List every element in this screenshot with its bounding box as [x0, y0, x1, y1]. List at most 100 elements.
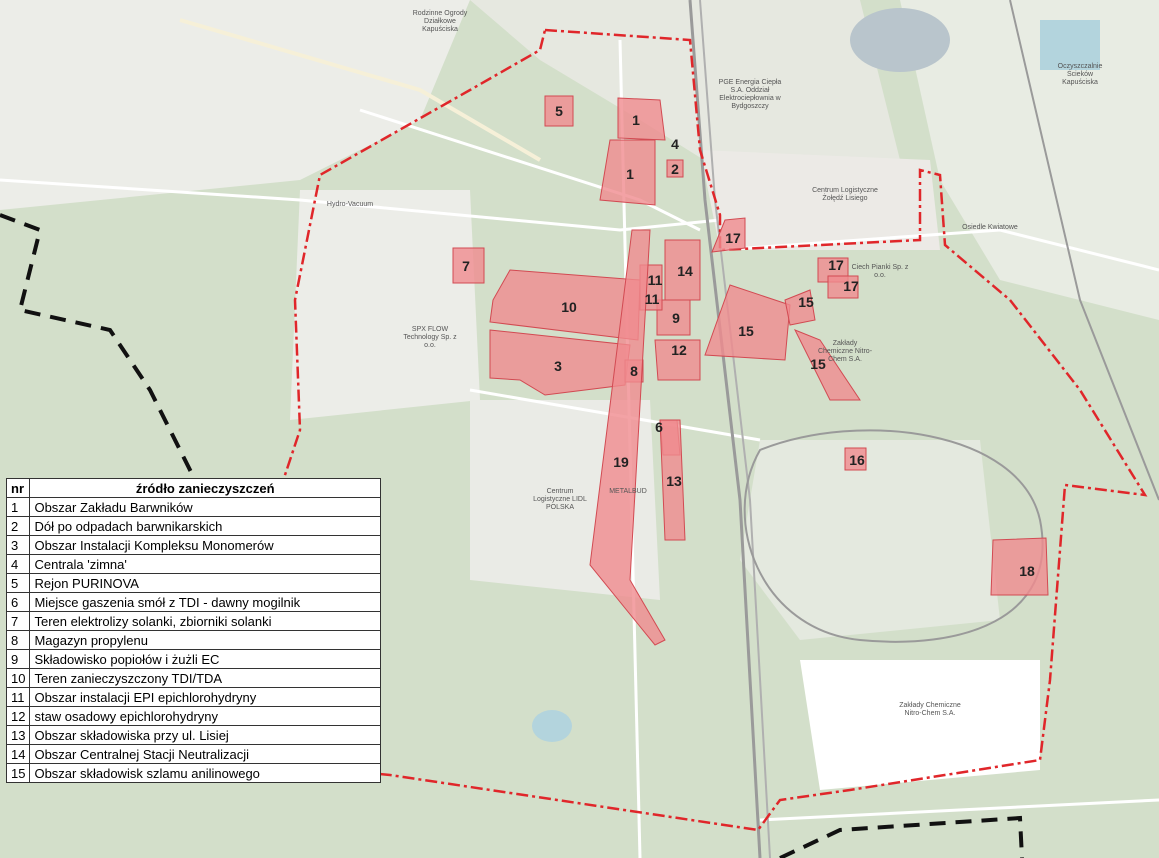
zone-label-3: 3 — [554, 358, 562, 374]
zone-15-main[interactable] — [704, 284, 791, 361]
urban-area — [470, 0, 900, 170]
zone-17-east-b[interactable] — [827, 275, 859, 299]
zone-label-6: 6 — [655, 419, 663, 435]
legend-nr: 10 — [5, 668, 31, 688]
zone-7[interactable] — [452, 247, 485, 284]
legend-nr: 13 — [5, 725, 31, 745]
study-area-boundary — [228, 28, 1148, 832]
legend-nr: 14 — [5, 744, 31, 764]
road — [0, 178, 721, 232]
legend-label: Obszar składowiska przy ul. Lisiej — [29, 725, 381, 745]
legend-label: Centrala 'zimna' — [29, 554, 381, 574]
zone-label-1: 1 — [632, 112, 640, 128]
legend-label: Teren elektrolizy solanki, zbiorniki sol… — [29, 611, 381, 631]
zone-17-west[interactable] — [711, 217, 746, 253]
industrial-area — [290, 190, 480, 420]
legend-label: Obszar Centralnej Stacji Neutralizacji — [29, 744, 381, 764]
place-label: METALBUD — [609, 488, 647, 495]
railway-loop — [743, 429, 1044, 643]
zone-label-10: 10 — [561, 299, 577, 315]
pond — [532, 710, 572, 742]
zone-15-east[interactable] — [793, 329, 861, 401]
zone-18[interactable] — [990, 537, 1049, 596]
zone-label-1: 1 — [626, 166, 634, 182]
admin-border — [0, 213, 202, 491]
road — [179, 18, 542, 162]
railway — [1009, 0, 1159, 501]
zone-13[interactable] — [659, 419, 686, 541]
zone-label-9: 9 — [672, 310, 680, 326]
place-label: Ciech Pianki Sp. z o.o. — [851, 264, 909, 279]
legend-label: Składowisko popiołów i żużli EC — [29, 649, 381, 669]
zone-label-2: 2 — [671, 161, 679, 177]
place-label: SPX FLOW Technology Sp. z o.o. — [403, 326, 457, 349]
legend-label: Dół po odpadach barwnikarskich — [29, 516, 381, 536]
place-label: Hydro-Vacuum — [326, 201, 374, 208]
zone-label-14: 14 — [677, 263, 693, 279]
zone-2[interactable] — [666, 159, 684, 178]
admin-border — [779, 815, 1024, 858]
settling-pond — [850, 8, 950, 72]
legend-label: Rejon PURINOVA — [29, 573, 381, 593]
legend-label: Teren zanieczyszczony TDI/TDA — [29, 668, 381, 688]
legend-header-source: źródło zanieczyszczeń — [29, 478, 381, 498]
legend-nr: 2 — [5, 516, 31, 536]
place-label: Rodzinne Ogrody Działkowe Kapuściska — [412, 10, 468, 33]
zone-label-15: 15 — [738, 323, 754, 339]
zone-label-7: 7 — [462, 258, 470, 274]
legend-label: Obszar Instalacji Kompleksu Monomerów — [29, 535, 381, 555]
zone-label-12: 12 — [671, 342, 687, 358]
zone-15-north[interactable] — [784, 289, 816, 326]
legend-label: Obszar instalacji EPI epichlorohydryny — [29, 687, 381, 707]
legend-label: Obszar składowisk szlamu anilinowego — [29, 763, 381, 783]
place-label: Centrum Logistyczne LIDL POLSKA — [533, 488, 587, 511]
zone-label-8: 8 — [630, 363, 638, 379]
rail-siding-zone[interactable] — [589, 229, 666, 646]
zone-label-17: 17 — [828, 257, 844, 273]
road — [719, 228, 1159, 272]
road — [759, 798, 1159, 822]
place-label: PGE Energia Ciepła S.A. Oddział Elektroc… — [718, 79, 782, 110]
legend-nr: 12 — [5, 706, 31, 726]
zone-1-north[interactable] — [617, 97, 666, 141]
legend-label: staw osadowy epichlorohydryny — [29, 706, 381, 726]
zone-label-17: 17 — [843, 278, 859, 294]
zone-10[interactable] — [489, 269, 641, 341]
legend-nr: 7 — [5, 611, 31, 631]
sewage-plant-ponds — [1040, 20, 1100, 70]
zone-1-south[interactable] — [599, 139, 656, 206]
zone-label-18: 18 — [1019, 563, 1035, 579]
zone-5[interactable] — [544, 95, 574, 127]
test-range-area — [740, 440, 1000, 640]
legend-nr: 6 — [5, 592, 31, 612]
zone-14[interactable] — [664, 239, 701, 301]
zone-12[interactable] — [654, 339, 701, 381]
legend-nr: 5 — [5, 573, 31, 593]
zone-label-11: 11 — [647, 272, 663, 288]
zone-label-16: 16 — [849, 452, 865, 468]
legend-nr: 15 — [5, 763, 31, 783]
legend-nr: 3 — [5, 535, 31, 555]
industrial-area — [800, 660, 1040, 790]
urban-area — [0, 0, 470, 210]
zone-16[interactable] — [844, 447, 867, 471]
legend-nr: 9 — [5, 649, 31, 669]
zone-label-4: 4 — [671, 136, 679, 152]
legend-label: Miejsce gaszenia smół z TDI - dawny mogi… — [29, 592, 381, 612]
place-label: Osiedle Kwiatowe — [962, 224, 1018, 231]
legend-nr: 4 — [5, 554, 31, 574]
